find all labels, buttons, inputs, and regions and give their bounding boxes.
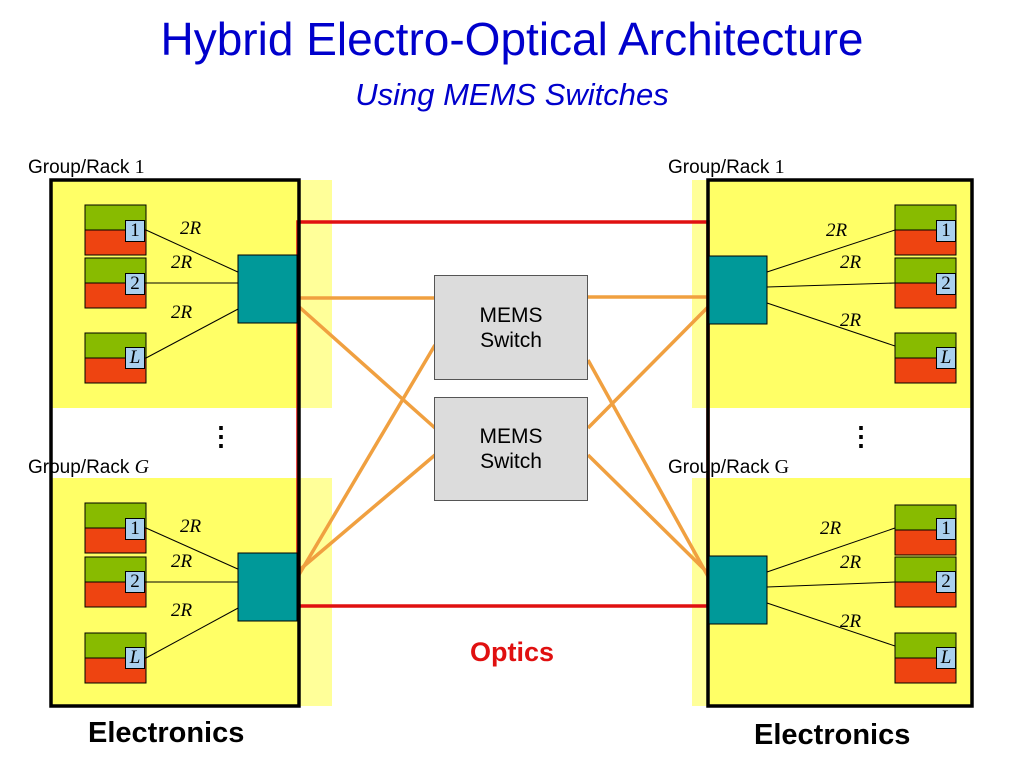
port-id-right-bottom-2: 2	[936, 571, 956, 593]
port-id-left-top-2: 2	[125, 273, 145, 295]
rate-label: 2R	[171, 302, 193, 323]
port-id-right-top-2: 2	[936, 273, 956, 295]
rack-number: 1	[134, 156, 145, 178]
rate-label: 2R	[840, 611, 862, 632]
link-rtop-mems2	[586, 303, 712, 430]
slide-title: Hybrid Electro-Optical Architecture	[160, 13, 864, 65]
port-id-left-bottom-l: L	[125, 647, 145, 669]
left-top-switch	[237, 254, 298, 324]
rack-number: 1	[774, 156, 785, 178]
rate-label: 2R	[171, 600, 193, 621]
rack-label-left-top: Group/Rack 1	[28, 156, 145, 179]
link-lbot-mems2	[295, 453, 437, 574]
rack-label-text: Group/Rack	[28, 157, 130, 178]
rate-label: 2R	[840, 252, 862, 273]
rate-label: 2R	[171, 252, 193, 273]
optics-label: Optics	[469, 637, 555, 667]
port-id-left-bottom-1: 1	[125, 518, 145, 540]
rate-label: 2R	[840, 310, 862, 331]
rack-number: G	[774, 456, 790, 478]
link-rbot-mems2	[586, 453, 712, 577]
rack-label-right-top: Group/Rack 1	[668, 156, 785, 179]
right-electronics-border	[706, 178, 974, 708]
rate-label: 2R	[826, 220, 848, 241]
rate-label: 2R	[180, 218, 202, 239]
rack-label-text: Group/Rack	[668, 157, 770, 178]
slide-subtitle: Using MEMS Switches	[355, 77, 669, 112]
rate-label: 2R	[171, 551, 193, 572]
rack-label-text: Group/Rack	[668, 457, 770, 478]
mems-switch-line1: MEMS	[479, 303, 543, 327]
port-id-right-top-l: L	[936, 347, 956, 369]
left-bottom-switch	[237, 552, 298, 622]
rack-label-left-bottom: Group/Rack G	[28, 456, 149, 479]
right-top-switch	[708, 255, 768, 325]
mems-switch-2: MEMS Switch	[434, 397, 588, 501]
rate-label: 2R	[840, 552, 862, 573]
mems-switch-line2: Switch	[480, 450, 542, 473]
mems-switch-line2: Switch	[480, 328, 542, 352]
rack-number: G	[134, 456, 150, 478]
ellipsis-left: ⋮	[208, 421, 234, 451]
right-bottom-switch	[708, 555, 768, 625]
port-id-left-top-l: L	[125, 347, 145, 369]
port-id-left-bottom-2: 2	[125, 571, 145, 593]
optical-links	[295, 295, 712, 581]
left-electronics-border	[49, 178, 301, 708]
port-id-left-top-1: 1	[125, 220, 145, 242]
rate-label: 2R	[820, 518, 842, 539]
link-rbot-mems1	[586, 359, 712, 581]
rack-label-right-bottom: Group/Rack G	[668, 456, 789, 479]
electronics-label-left: Electronics	[88, 717, 245, 749]
electronics-label-right: Electronics	[754, 719, 911, 751]
ellipsis-right: ⋮	[848, 421, 874, 451]
mems-switch-line1: MEMS	[479, 425, 543, 448]
mems-switch-1: MEMS Switch	[434, 275, 588, 380]
server-links	[145, 229, 896, 659]
port-id-right-bottom-1: 1	[936, 518, 956, 540]
link-ltop-mems2	[295, 303, 437, 430]
rack-label-text: Group/Rack	[28, 457, 130, 478]
port-id-right-top-1: 1	[936, 220, 956, 242]
link-lbot-mems1	[295, 344, 437, 579]
rate-label: 2R	[180, 516, 202, 537]
port-id-right-bottom-l: L	[936, 647, 956, 669]
